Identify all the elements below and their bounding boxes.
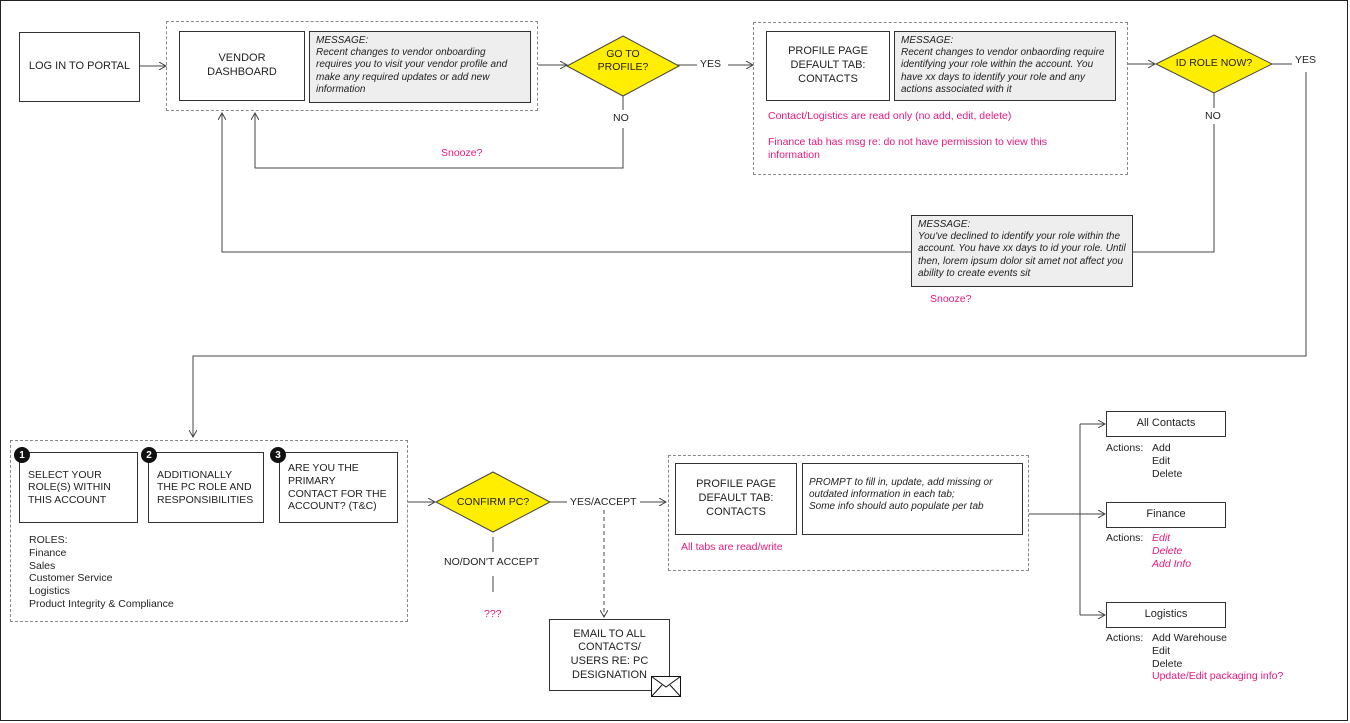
profile-page-box: PROFILE PAGE DEFAULT TAB: CONTACTS (766, 31, 890, 101)
vendor-dashboard-label: VENDOR DASHBOARD (207, 52, 277, 78)
all-contacts-actions: Add Edit Delete (1152, 442, 1182, 480)
finance-actions: Edit Delete Add Info (1152, 532, 1191, 570)
role-message: MESSAGE: Recent changes to vendor onbaor… (894, 31, 1116, 101)
pc-role-box: ADDITIONALLY THE PC ROLE AND RESPONSIBIL… (148, 452, 264, 523)
finance-permission-note: Finance tab has msg re: do not have perm… (768, 136, 1047, 161)
action-item: Edit (1152, 644, 1171, 657)
tab-finance: Finance (1106, 502, 1226, 528)
roles-list: ROLES: Finance Sales Customer Service Lo… (29, 534, 174, 610)
snooze-label-1: Snooze? (441, 147, 483, 159)
profile-page-group (753, 22, 1128, 175)
go-to-profile-label: GO TO PROFILE? (597, 48, 649, 73)
declined-message: MESSAGE: You've declined to identify you… (911, 215, 1133, 287)
profile-edit-group (668, 455, 1029, 571)
yes-label-2: YES (1295, 54, 1317, 66)
profile-page-label-2: PROFILE PAGE DEFAULT TAB: CONTACTS (696, 478, 776, 518)
action-item: Add (1152, 442, 1171, 454)
id-role-label: ID ROLE NOW? (1175, 57, 1253, 69)
action-item: Delete (1152, 657, 1183, 670)
select-roles-box: SELECT YOUR ROLE(S) WITHIN THIS ACCOUNT (19, 452, 138, 523)
all-tabs-note: All tabs are read/write (681, 541, 783, 553)
step-1-badge: 1 (14, 447, 30, 463)
logistics-actions-label: Actions: (1106, 632, 1144, 644)
role-selection-group (10, 440, 408, 622)
snooze-label-2: Snooze? (930, 293, 972, 305)
tab-finance-title: Finance (1146, 508, 1186, 521)
finance-actions-label: Actions: (1106, 532, 1144, 544)
action-item: Edit (1152, 454, 1171, 467)
envelope-icon (651, 676, 681, 697)
vendor-dashboard-group (166, 21, 538, 111)
login-label: LOG IN TO PORTAL (28, 60, 131, 73)
packaging-info-question: Update/Edit packaging info? (1152, 670, 1284, 683)
email-contacts-box: EMAIL TO ALL CONTACTS/ USERS RE: PC DESI… (549, 619, 670, 691)
no-accept-label: NO/DON'T ACCEPT (444, 556, 540, 568)
vendor-dashboard-box: VENDOR DASHBOARD (179, 31, 305, 101)
no-label-1: NO (613, 112, 629, 124)
action-item: Delete (1152, 544, 1183, 557)
primary-contact-box: ARE YOU THE PRIMARY CONTACT FOR THE ACCO… (279, 452, 398, 523)
action-item: Add Warehouse (1152, 632, 1227, 644)
logistics-actions: Add Warehouse Edit Delete Update/Edit pa… (1152, 632, 1283, 683)
step-2-badge: 2 (141, 447, 157, 463)
confirm-pc-diamond (434, 471, 552, 533)
tab-all-contacts-title: All Contacts (1136, 417, 1196, 430)
profile-page-box-2: PROFILE PAGE DEFAULT TAB: CONTACTS (675, 463, 797, 535)
tab-logistics: Logistics (1106, 602, 1226, 628)
no-label-2: NO (1205, 110, 1221, 122)
prompt-box: PROMPT to fill in, update, add missing o… (802, 463, 1023, 535)
action-item: Add Info (1152, 557, 1192, 570)
unknown-outcome: ??? (484, 608, 502, 620)
all-contacts-actions-label: Actions: (1106, 442, 1144, 454)
yes-accept-label: YES/ACCEPT (570, 496, 637, 508)
action-item: Delete (1152, 467, 1183, 480)
action-item: Edit (1152, 532, 1171, 544)
confirm-pc-label: CONFIRM PC? (456, 496, 530, 508)
go-to-profile-diamond (565, 35, 681, 97)
step-3-badge: 3 (270, 447, 286, 463)
tab-all-contacts: All Contacts (1106, 411, 1226, 437)
email-contacts-label: EMAIL TO ALL CONTACTS/ USERS RE: PC DESI… (570, 627, 649, 681)
login-box: LOG IN TO PORTAL (19, 32, 140, 102)
readonly-note: Contact/Logistics are read only (no add,… (768, 110, 1012, 122)
id-role-diamond (1154, 34, 1274, 94)
yes-label-1: YES (700, 58, 722, 70)
onboarding-message: MESSAGE: Recent changes to vendor onboar… (309, 31, 531, 103)
profile-page-label: PROFILE PAGE DEFAULT TAB: CONTACTS (788, 45, 868, 85)
tab-logistics-title: Logistics (1144, 608, 1188, 621)
